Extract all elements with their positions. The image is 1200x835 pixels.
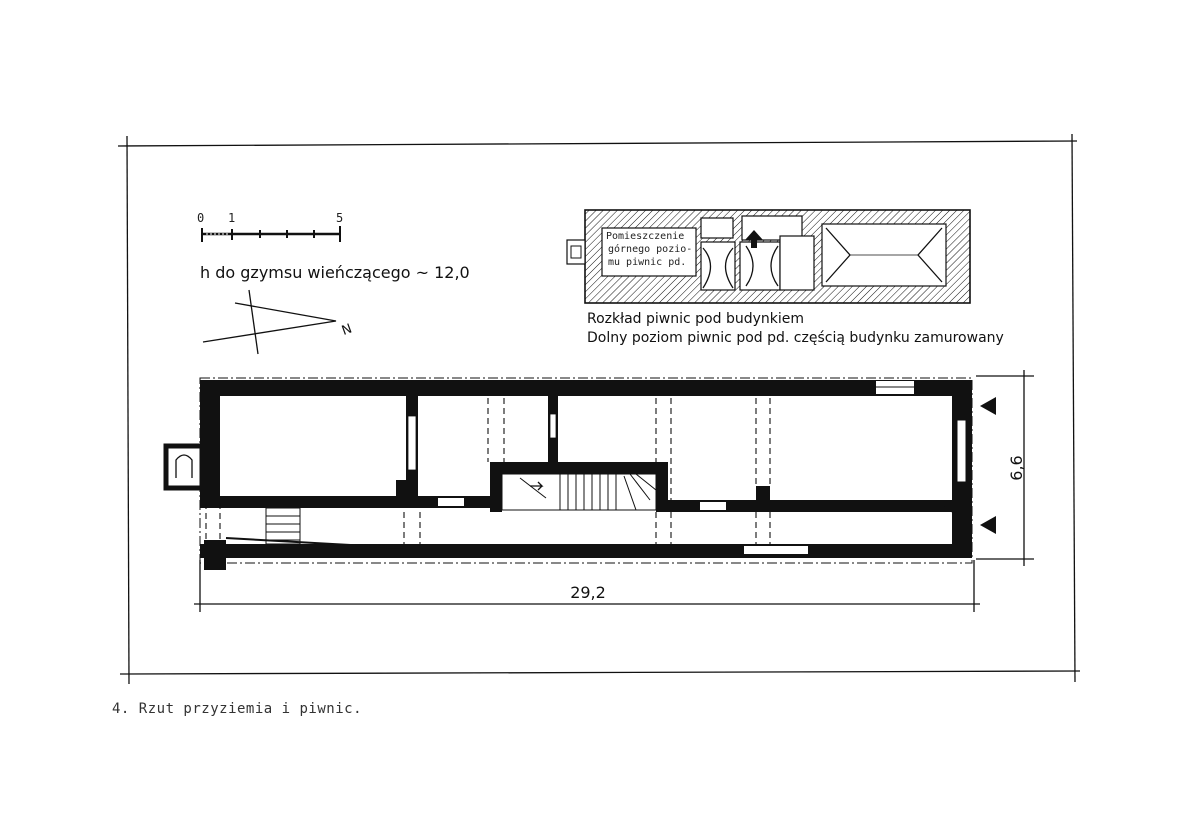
cellar-room-upper bbox=[601, 227, 697, 277]
cornice-height-label: h do gzymsu wieńczącego ~ 12,0 bbox=[200, 263, 470, 282]
entrance-arrow-icon bbox=[980, 397, 996, 415]
ground-floor-plan bbox=[163, 377, 996, 570]
north-arrow-icon: N bbox=[202, 289, 354, 355]
dimension-width-label: 6,6 bbox=[1007, 455, 1026, 480]
scale-tick-0: 0 bbox=[197, 211, 204, 225]
cellar-plan: Pomieszczenie górnego pozio- mu piwnic p… bbox=[566, 209, 971, 304]
cellar-legend-line-2: Dolny poziom piwnic pod pd. częścią budy… bbox=[587, 330, 1004, 346]
cellar-room-2 bbox=[700, 241, 736, 291]
dimension-width: 6,6 bbox=[976, 370, 1034, 566]
staircase bbox=[501, 473, 657, 511]
scale-tick-5: 5 bbox=[336, 211, 343, 225]
wall-south bbox=[200, 544, 972, 558]
cellar-room-4 bbox=[779, 235, 815, 291]
entrance-arrow-icon bbox=[980, 516, 996, 534]
sheet-frame bbox=[117, 133, 1081, 685]
cellar-entry-arrow-icon bbox=[745, 230, 763, 240]
wall-north bbox=[200, 380, 972, 396]
north-arrow-letter: N bbox=[340, 321, 354, 338]
cellar-legend-line-1: Rozkład piwnic pod budynkiem bbox=[587, 311, 804, 327]
wall-west bbox=[200, 380, 220, 500]
cellar-room-label: Pomieszczenie górnego pozio- mu piwnic p… bbox=[606, 231, 698, 268]
dimension-length-label: 29,2 bbox=[570, 583, 606, 602]
scale-bar: 0 1 5 bbox=[197, 211, 343, 242]
cellar-room-3 bbox=[739, 241, 781, 291]
bay-west bbox=[163, 443, 205, 491]
wall-corridor-left bbox=[200, 496, 492, 508]
scale-tick-1: 1 bbox=[228, 211, 235, 225]
dimension-length: 29,2 bbox=[194, 560, 980, 612]
window-south bbox=[744, 546, 808, 554]
figure-caption: 4. Rzut przyziemia i piwnic. bbox=[112, 701, 363, 717]
cellar-room-large bbox=[821, 223, 947, 287]
wall-corridor-right bbox=[668, 500, 952, 512]
